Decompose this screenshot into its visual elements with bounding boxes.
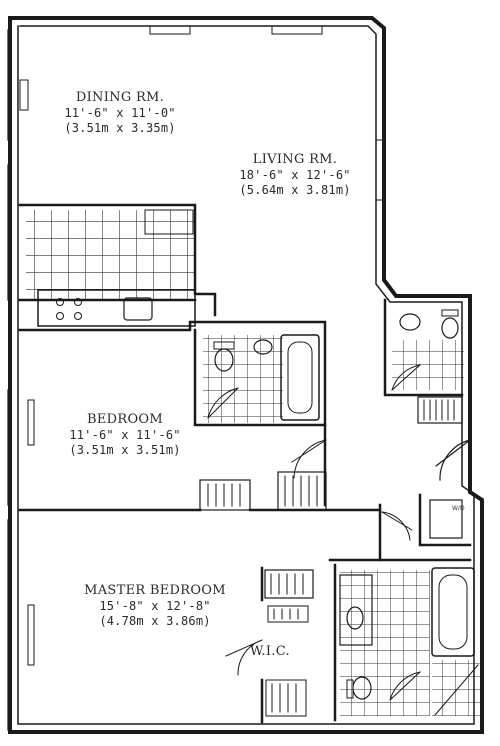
master-bedroom-label: MASTER BEDROOM 15'-8" x 12'-8" (4.78m x … [60, 583, 250, 629]
master-sink [346, 606, 364, 630]
bath1-sink [253, 339, 273, 355]
bedroom-closet-2 [277, 471, 327, 511]
bath1-tub [280, 334, 320, 421]
window-left-1 [19, 79, 29, 111]
living-room-dim-ft: 18'-6" x 12'-6" [239, 168, 351, 183]
stove-burner [74, 312, 82, 320]
stove-burner [74, 298, 82, 306]
washer-dryer [429, 499, 463, 539]
bedroom-name: BEDROOM [87, 412, 163, 427]
dining-room-name: DINING RM. [75, 90, 165, 105]
foyer-walls [378, 493, 472, 562]
hall-closet [417, 396, 463, 424]
stove-burner [56, 312, 64, 320]
bath1-door-swing [207, 387, 239, 419]
bath1-walls [193, 328, 327, 427]
powder-toilet [441, 317, 459, 339]
interior-wall-kitchen-bedroom [18, 320, 327, 442]
living-room-label: LIVING RM. 18'-6" x 12'-6" (5.64m x 3.81… [210, 152, 380, 198]
dining-room-dim-ft: 11'-6" x 11'-0" [64, 106, 176, 121]
window-top-1 [149, 25, 191, 35]
bedroom-label: BEDROOM 11'-6" x 11'-6" (3.51m x 3.51m) [40, 412, 210, 458]
master-tub [431, 567, 475, 657]
master-closet-slats [270, 573, 304, 595]
powder-door-swing [391, 364, 421, 391]
kitchen-sink [123, 297, 153, 321]
dining-room-label: DINING RM. 11'-6" x 11'-0" (3.51m x 3.35… [40, 90, 200, 136]
powder-sink [399, 313, 421, 331]
powder-room-walls [383, 298, 464, 397]
master-toilet-tank [346, 679, 354, 699]
exterior-wall [8, 16, 484, 734]
kitchen-counter [37, 289, 196, 327]
wic-shelf-top-slats [273, 608, 299, 620]
entry-door-swing [435, 439, 471, 481]
kitchen-floor-tiles [26, 210, 194, 300]
powder-floor-tiles [392, 340, 464, 390]
master-bath-tub-floor [432, 660, 480, 716]
foyer-door-swing [381, 511, 413, 541]
window-left-2 [27, 399, 35, 446]
master-bath-door-swing [389, 671, 421, 701]
bedroom-door-swing [291, 439, 327, 479]
hall-closet-slats [423, 399, 455, 421]
master-bedroom-dim-ft: 15'-8" x 12'-8" [99, 599, 211, 614]
master-closet-top [264, 569, 314, 599]
bath1-tub-inner [287, 341, 313, 414]
wic-name: W.I.C. [250, 644, 290, 659]
bath1-floor-tiles [203, 335, 283, 423]
wic-shelf-bottom-slats [271, 683, 297, 713]
master-bath-floor-tiles [340, 570, 430, 716]
stove-burner [56, 298, 64, 306]
wic-label: W.I.C. [240, 644, 300, 660]
window-right-1 [375, 139, 385, 201]
window-top-2 [271, 25, 323, 35]
window-left-3 [27, 604, 35, 666]
master-bath-walls [328, 558, 472, 722]
dining-room-dim-m: (3.51m x 3.35m) [64, 121, 176, 136]
wic-shelf-bottom [265, 679, 307, 717]
master-vanity [339, 574, 373, 646]
master-shower-diagonal [434, 664, 479, 716]
exterior-wall-inner [17, 25, 475, 725]
bedroom-dim-m: (3.51m x 3.51m) [69, 443, 181, 458]
bedroom-closet [199, 479, 251, 511]
wic-shelf-top [267, 605, 309, 623]
living-room-name: LIVING RM. [252, 152, 338, 167]
living-room-dim-m: (5.64m x 3.81m) [239, 183, 351, 198]
bath1-toilet-tank [213, 341, 235, 350]
powder-toilet-tank [441, 309, 459, 317]
closet-slats [207, 483, 241, 507]
closet-slats-2 [284, 475, 318, 507]
master-bedroom-dim-m: (4.78m x 3.86m) [99, 614, 211, 629]
master-bedroom-name: MASTER BEDROOM [84, 583, 226, 598]
bedroom-dim-ft: 11'-6" x 11'-6" [69, 428, 181, 443]
master-tub-inner [438, 574, 468, 650]
kitchen-upper-cabinet [144, 209, 194, 235]
washer-dryer-label: W/D [452, 505, 465, 512]
wic-door-swing [225, 639, 263, 676]
